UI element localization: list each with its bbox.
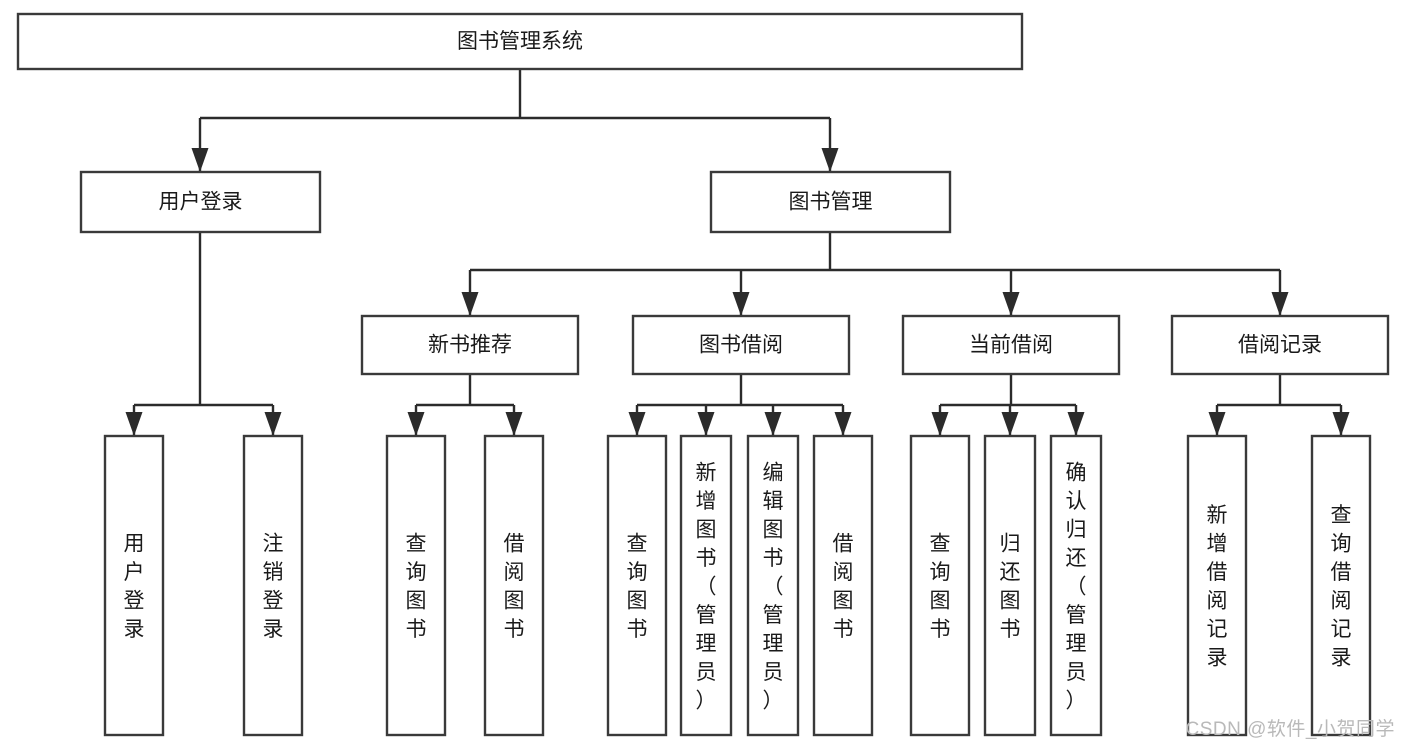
leaf-node-0-用户登录[interactable]: 用户登录 — [103, 434, 165, 737]
arrow-head-icon — [764, 412, 782, 436]
node-box[interactable] — [385, 434, 447, 737]
leaf-node-11-新增借阅记录[interactable]: 新增借阅记录 — [1186, 434, 1248, 737]
node-box[interactable] — [901, 314, 1121, 376]
leaf-node-3-借阅图书[interactable]: 借阅图书 — [483, 434, 545, 737]
leaf-node-10-确认归还管理员[interactable]: 确认归还（管理员） — [1049, 434, 1103, 737]
node-label: 查询借阅记录 — [1331, 504, 1352, 670]
node-box[interactable] — [909, 434, 971, 737]
node-label: 借阅图书 — [833, 533, 854, 642]
node-label: 编辑图书（管理员） — [763, 461, 784, 712]
node-label: 新增借阅记录 — [1207, 504, 1228, 670]
node-label: 新书推荐 — [428, 334, 512, 357]
leaf-node-7-借阅图书[interactable]: 借阅图书 — [812, 434, 874, 737]
leaf-node-9-归还图书[interactable]: 归还图书 — [983, 434, 1037, 737]
leaf-node-8-查询图书[interactable]: 查询图书 — [909, 434, 971, 737]
node-box[interactable] — [606, 434, 668, 737]
node-label: 借阅图书 — [504, 533, 525, 642]
node-label: 确认归还（管理员） — [1066, 461, 1087, 712]
leaf-node-2-查询图书[interactable]: 查询图书 — [385, 434, 447, 737]
leaf-node-1-注销登录[interactable]: 注销登录 — [242, 434, 304, 737]
arrow-head-icon — [1271, 292, 1289, 316]
node-label: 用户登录 — [124, 533, 145, 642]
arrow-head-icon — [1332, 412, 1350, 436]
leaf-node-12-查询借阅记录[interactable]: 查询借阅记录 — [1310, 434, 1372, 737]
arrow-head-icon — [1002, 292, 1020, 316]
node-box[interactable] — [746, 434, 800, 737]
arrow-head-icon — [697, 412, 715, 436]
arrow-head-icon — [1208, 412, 1226, 436]
arrow-head-icon — [931, 412, 949, 436]
level2-node-2-当前借阅[interactable]: 当前借阅 — [901, 314, 1121, 376]
node-label: 查询图书 — [930, 533, 951, 642]
node-label: 图书管理系统 — [457, 30, 583, 53]
node-box[interactable] — [679, 434, 733, 737]
arrow-head-icon — [821, 148, 839, 172]
leaf-node-6-编辑图书管理员[interactable]: 编辑图书（管理员） — [746, 434, 800, 737]
level2-node-3-借阅记录[interactable]: 借阅记录 — [1170, 314, 1390, 376]
node-box[interactable] — [483, 434, 545, 737]
arrow-head-icon — [834, 412, 852, 436]
node-label: 用户登录 — [159, 191, 243, 214]
leaf-node-4-查询图书[interactable]: 查询图书 — [606, 434, 668, 737]
node-label: 新增图书（管理员） — [696, 461, 717, 712]
arrow-head-icon — [407, 412, 425, 436]
arrow-head-icon — [461, 292, 479, 316]
root-node-0-图书管理系统[interactable]: 图书管理系统 — [16, 12, 1024, 71]
level2-node-0-新书推荐[interactable]: 新书推荐 — [360, 314, 580, 376]
node-box[interactable] — [709, 170, 952, 234]
node-label: 查询图书 — [406, 533, 427, 642]
leaf-node-5-新增图书管理员[interactable]: 新增图书（管理员） — [679, 434, 733, 737]
node-box[interactable] — [360, 314, 580, 376]
node-layer: 图书管理系统用户登录图书管理新书推荐图书借阅当前借阅借阅记录用户登录注销登录查询… — [16, 12, 1390, 737]
level2-node-1-图书借阅[interactable]: 图书借阅 — [631, 314, 851, 376]
arrow-head-icon — [191, 148, 209, 172]
node-box[interactable] — [631, 314, 851, 376]
arrow-head-icon — [732, 292, 750, 316]
node-box[interactable] — [242, 434, 304, 737]
node-box[interactable] — [1170, 314, 1390, 376]
node-box[interactable] — [1049, 434, 1103, 737]
arrow-head-icon — [125, 412, 143, 436]
node-label: 注销登录 — [263, 533, 284, 642]
arrow-head-icon — [505, 412, 523, 436]
node-label: 借阅记录 — [1238, 334, 1322, 357]
node-box[interactable] — [1310, 434, 1372, 737]
arrow-head-icon — [264, 412, 282, 436]
node-label: 图书借阅 — [699, 334, 783, 357]
connector-layer — [125, 69, 1350, 436]
node-label: 查询图书 — [627, 533, 648, 642]
node-box[interactable] — [1186, 434, 1248, 737]
node-label: 当前借阅 — [969, 334, 1053, 357]
arrow-head-icon — [628, 412, 646, 436]
node-box[interactable] — [79, 170, 322, 234]
node-label: 归还图书 — [1000, 533, 1021, 642]
level1-node-0-用户登录[interactable]: 用户登录 — [79, 170, 322, 234]
node-box[interactable] — [812, 434, 874, 737]
level1-node-1-图书管理[interactable]: 图书管理 — [709, 170, 952, 234]
node-box[interactable] — [16, 12, 1024, 71]
node-box[interactable] — [983, 434, 1037, 737]
node-box[interactable] — [103, 434, 165, 737]
arrow-head-icon — [1067, 412, 1085, 436]
arrow-head-icon — [1001, 412, 1019, 436]
node-label: 图书管理 — [789, 191, 873, 214]
